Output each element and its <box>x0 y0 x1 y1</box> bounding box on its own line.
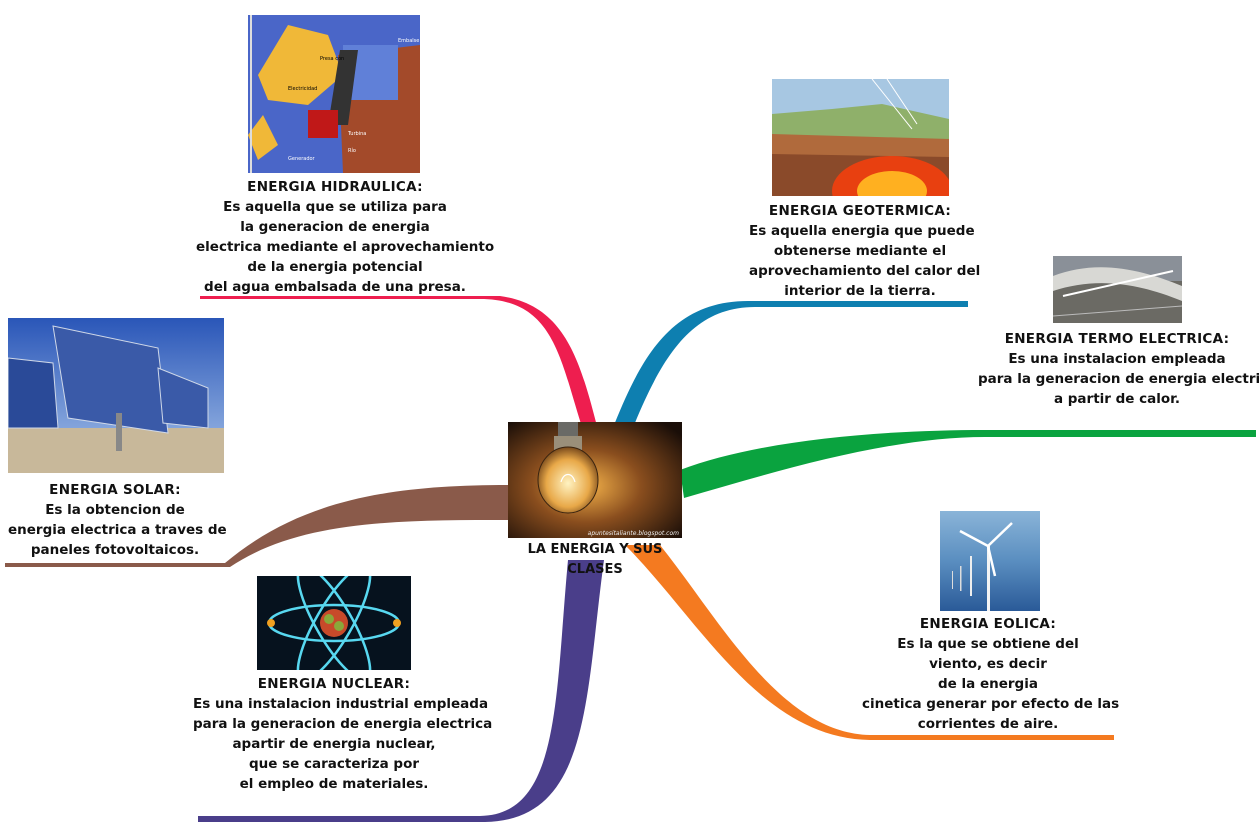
eolica-text: ENERGIA EOLICA: Es la que se obtiene del… <box>862 614 1114 734</box>
nuclear-title: ENERGIA NUCLEAR: <box>193 674 475 694</box>
svg-text:Presa con: Presa con <box>320 56 344 62</box>
termo-line: a partir de calor. <box>978 389 1256 409</box>
eolica-line: cinetica generar por efecto de las <box>862 694 1114 714</box>
nuclear-text: ENERGIA NUCLEAR: Es una instalacion indu… <box>193 674 475 794</box>
nuclear-line: Es una instalacion industrial empleada <box>193 694 475 714</box>
eolica-line: Es la que se obtiene del <box>862 634 1114 654</box>
geotermica-line: Es aquella energia que puede <box>749 221 971 241</box>
branch-geotermica <box>612 301 968 435</box>
svg-text:Electricidad: Electricidad <box>288 86 317 92</box>
hidraulica-line: del agua embalsada de una presa. <box>196 277 474 297</box>
dam-diagram-image: Presa con Electricidad Turbina Embalse G… <box>248 15 420 173</box>
nuclear-line: el empleo de materiales. <box>193 774 475 794</box>
solar-panels-image <box>8 318 224 473</box>
geotermica-line: aprovechamiento del calor del <box>749 261 971 281</box>
branch-hidraulica <box>200 296 598 430</box>
geotermica-text: ENERGIA GEOTERMICA: Es aquella energia q… <box>749 201 971 301</box>
solar-text: ENERGIA SOLAR: Es la obtencion de energi… <box>8 480 222 560</box>
eolica-title: ENERGIA EOLICA: <box>862 614 1114 634</box>
geotermica-title: ENERGIA GEOTERMICA: <box>749 201 971 221</box>
image-watermark: apuntesitaliante.blogspot.com <box>588 530 679 537</box>
geotermica-line: obtenerse mediante el <box>749 241 971 261</box>
svg-text:Río: Río <box>348 147 356 154</box>
termo-line: Es una instalacion empleada <box>978 349 1256 369</box>
solar-line: paneles fotovoltaicos. <box>8 540 222 560</box>
center-bulb-image: apuntesitaliante.blogspot.com <box>508 422 682 538</box>
nuclear-line: para la generacion de energia electrica <box>193 714 475 734</box>
hidraulica-line: electrica mediante el aprovechamiento <box>196 237 474 257</box>
svg-text:Generador: Generador <box>288 156 316 162</box>
eolica-line: de la energia <box>862 674 1114 694</box>
thermoelectric-collector-image <box>1053 256 1182 323</box>
nuclear-line: que se caracteriza por <box>193 754 475 774</box>
central-topic-line2: CLASES <box>505 560 685 580</box>
hidraulica-line: Es aquella que se utiliza para <box>196 197 474 217</box>
solar-title: ENERGIA SOLAR: <box>8 480 222 500</box>
svg-text:Embalse: Embalse <box>398 38 419 44</box>
svg-text:Turbina: Turbina <box>347 131 366 137</box>
termo-title: ENERGIA TERMO ELECTRICA: <box>978 329 1256 349</box>
central-topic-line1: LA ENERGIA Y SUS <box>505 540 685 560</box>
eolica-line: viento, es decir <box>862 654 1114 674</box>
geotermica-line: interior de la tierra. <box>749 281 971 301</box>
hidraulica-line: de la energia potencial <box>196 257 474 277</box>
hidraulica-line: la generacion de energia <box>196 217 474 237</box>
wind-turbines-image <box>940 511 1040 611</box>
termo-text: ENERGIA TERMO ELECTRICA: Es una instalac… <box>978 329 1256 409</box>
atom-image <box>257 576 411 670</box>
branch-termo <box>680 430 1256 498</box>
hidraulica-title: ENERGIA HIDRAULICA: <box>196 177 474 197</box>
central-topic: LA ENERGIA Y SUS CLASES <box>505 540 685 580</box>
hidraulica-text: ENERGIA HIDRAULICA: Es aquella que se ut… <box>196 177 474 297</box>
solar-line: energia electrica a traves de <box>8 520 222 540</box>
geothermal-cross-section-image <box>772 79 949 196</box>
solar-line: Es la obtencion de <box>8 500 222 520</box>
nuclear-line: apartir de energia nuclear, <box>193 734 475 754</box>
eolica-line: corrientes de aire. <box>862 714 1114 734</box>
termo-line: para la generacion de energia electrica <box>978 369 1256 389</box>
